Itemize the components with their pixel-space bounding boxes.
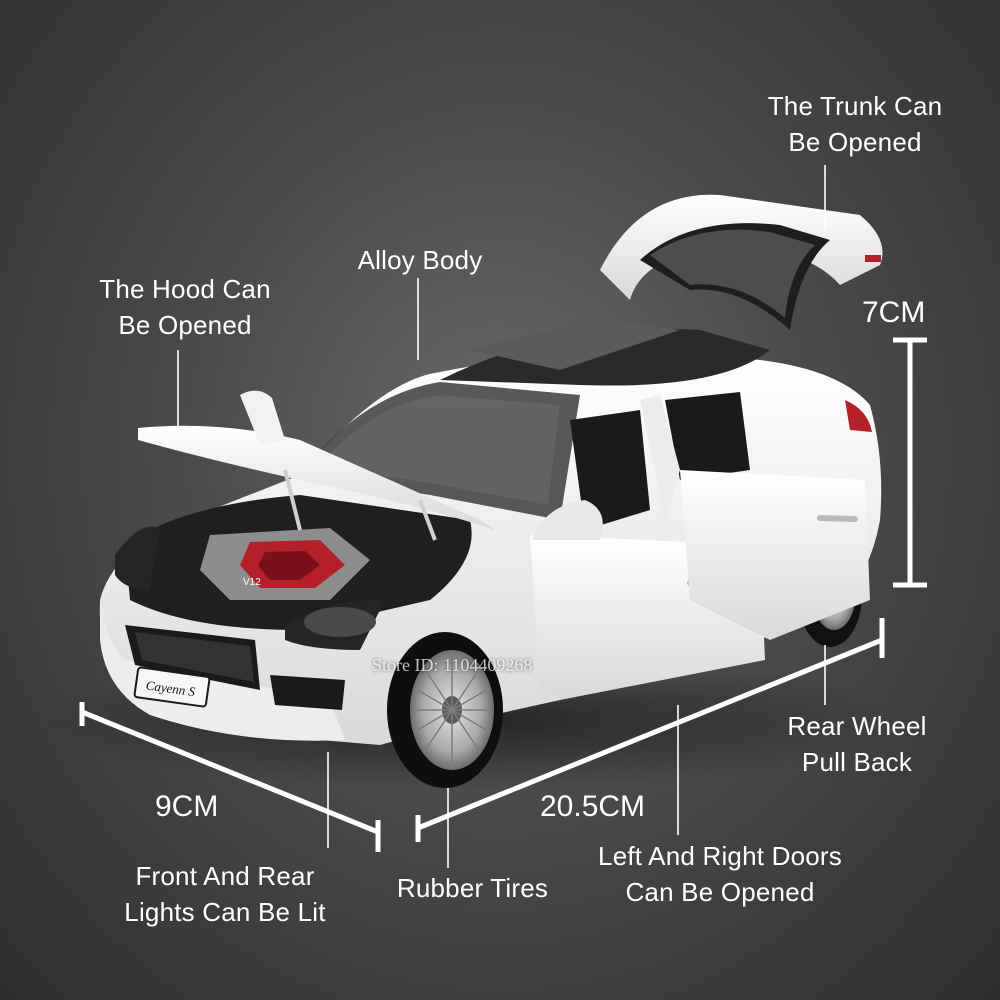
trunk-lid <box>600 194 883 330</box>
callout-rear-wheel: Rear Wheel Pull Back <box>752 708 962 780</box>
callout-hood-line1: The Hood Can <box>99 274 271 304</box>
callout-tires: Rubber Tires <box>396 873 549 903</box>
front-wheel <box>387 632 503 788</box>
callout-doors-line2: Can Be Opened <box>625 877 815 907</box>
callout-trunk-line1: The Trunk Can <box>767 91 943 121</box>
dimension-width: 9CM <box>155 790 219 823</box>
rear-door <box>640 395 870 640</box>
callout-trunk-line2: Be Opened <box>788 127 922 157</box>
callout-doors-line1: Left And Right Doors <box>598 841 842 871</box>
front-fascia: Cayenn S <box>100 526 385 741</box>
callout-lights: Front And Rear Lights Can Be Lit <box>95 858 355 930</box>
callout-doors: Left And Right Doors Can Be Opened <box>565 838 875 910</box>
hood-lid <box>138 390 495 541</box>
callout-rear-wheel-line2: Pull Back <box>801 747 913 777</box>
model-badge: Cayenn S <box>145 677 197 699</box>
callout-trunk: The Trunk Can Be Opened <box>740 88 970 160</box>
callout-hood-line2: Be Opened <box>118 310 252 340</box>
dimension-height: 7CM <box>862 296 926 329</box>
callout-alloy-body: Alloy Body <box>357 245 483 275</box>
dimension-length: 20.5CM <box>540 790 646 823</box>
callout-rear-wheel-line1: Rear Wheel <box>787 711 927 741</box>
callout-lights-line2: Lights Can Be Lit <box>124 897 326 927</box>
callout-leaders <box>177 165 826 868</box>
callout-hood: The Hood Can Be Opened <box>70 271 300 343</box>
callout-lights-line1: Front And Rear <box>135 861 315 891</box>
engine-badge: V12 <box>243 577 261 588</box>
engine-bay: V12 <box>125 495 472 630</box>
store-watermark: Store ID: 1104409268 <box>372 655 533 675</box>
